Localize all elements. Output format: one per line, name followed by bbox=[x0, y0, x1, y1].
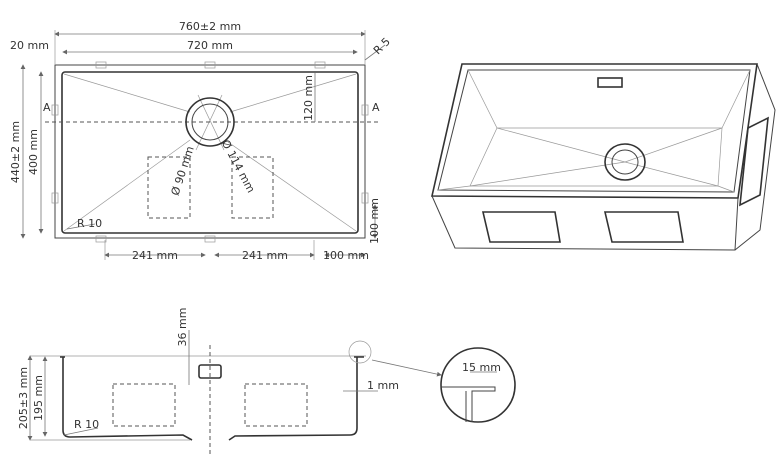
dim-inner-width: 720 mm bbox=[187, 39, 233, 52]
iso-rim-inner bbox=[437, 69, 751, 193]
detail-view-circle bbox=[440, 347, 516, 423]
bowl-outline bbox=[61, 71, 359, 234]
dim-r10-top: R 10 bbox=[77, 217, 102, 230]
section-bracket-right bbox=[244, 383, 308, 427]
mounting-clips bbox=[51, 61, 369, 243]
hidden-bracket-right bbox=[231, 156, 274, 219]
section-overflow bbox=[198, 364, 222, 379]
section-view: 36 mm 205±3 mm 195 mm R 10 1 mm 15 mm bbox=[17, 308, 516, 455]
dim-spacing-left: 241 mm bbox=[132, 249, 178, 262]
section-bracket-left bbox=[112, 383, 176, 427]
iso-drain bbox=[604, 143, 646, 181]
dim-overall-depth: 440±2 mm bbox=[9, 121, 22, 183]
dim-wall-thickness: 1 mm bbox=[367, 379, 399, 392]
hidden-bracket-left bbox=[147, 156, 191, 219]
dim-overall-width: 760±2 mm bbox=[179, 20, 241, 33]
iso-side-wall bbox=[734, 63, 776, 251]
iso-bracket-left bbox=[481, 211, 561, 243]
detail-callout-circle bbox=[348, 340, 372, 364]
iso-rim-outer bbox=[430, 63, 758, 199]
drain-inner bbox=[191, 103, 229, 141]
dim-spacing-right: 241 mm bbox=[242, 249, 288, 262]
iso-front-wall bbox=[431, 195, 739, 251]
dim-right-offset-vertical: 100 mm bbox=[368, 198, 381, 244]
sink-outer-outline bbox=[54, 64, 366, 239]
dim-overall-height: 205±3 mm bbox=[17, 367, 30, 429]
dim-inner-height: 195 mm bbox=[32, 375, 45, 421]
dim-inner-depth: 400 mm bbox=[27, 129, 40, 175]
iso-drain-inner bbox=[611, 149, 639, 175]
dim-right-offset-horizontal: 100 mm bbox=[323, 249, 369, 262]
section-wall-left bbox=[60, 356, 193, 441]
iso-wall-edges bbox=[437, 69, 751, 193]
dim-r10-section: R 10 bbox=[74, 418, 99, 431]
dim-r5: R 5 bbox=[371, 35, 393, 57]
iso-overflow bbox=[597, 77, 623, 88]
isometric-view bbox=[430, 63, 776, 251]
detail-flange-profile bbox=[441, 386, 496, 422]
dim-drain-outer: Ø 114 mm bbox=[219, 138, 258, 195]
dim-flange: 20 mm bbox=[10, 39, 49, 52]
iso-bracket-right bbox=[603, 211, 684, 243]
top-view: 760±2 mm 720 mm 20 mm R 5 440±2 mm 400 m… bbox=[9, 20, 393, 262]
drain-outer bbox=[185, 97, 235, 147]
dim-detail-flange: 15 mm bbox=[462, 361, 501, 374]
dim-overflow-offset: 36 mm bbox=[176, 308, 189, 347]
section-mark-left: A bbox=[43, 101, 51, 114]
section-mark-right: A bbox=[372, 101, 380, 114]
dim-drain-offset: 120 mm bbox=[302, 75, 315, 121]
section-wall-right bbox=[228, 356, 364, 441]
iso-bracket-side bbox=[739, 116, 769, 207]
